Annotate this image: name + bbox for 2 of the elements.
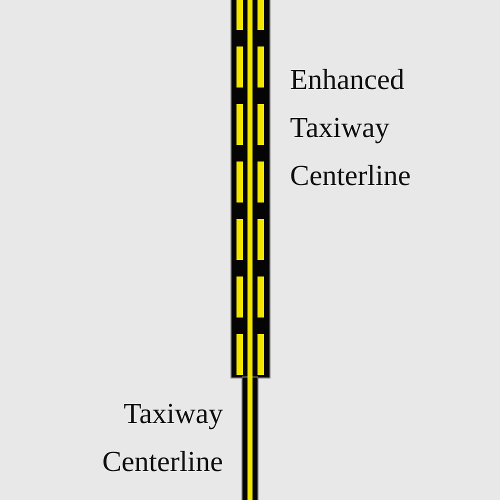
marking-label: Taxiway Centerline	[101, 397, 223, 480]
marking-label: Enhanced Taxiway Centerline	[290, 63, 412, 194]
